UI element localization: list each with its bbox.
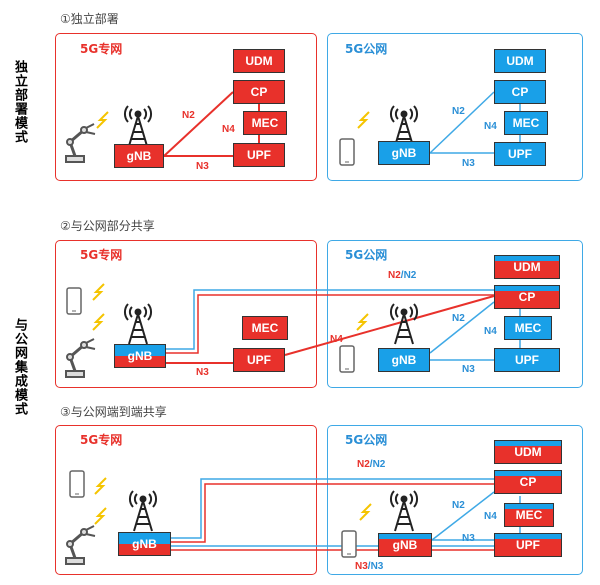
gnb-node: gNB [378,533,432,557]
upf-node: UPF [494,533,562,557]
private-network-label-1: 5G专网 [80,42,123,56]
public-network-frame-2 [327,240,583,388]
n2-label: N2 [452,106,465,117]
antenna-tower-icon [129,490,157,532]
cp-node: CP [494,80,546,104]
udm-node: UDM [233,49,285,73]
phone-icon [339,345,355,373]
antenna-tower-icon [390,303,418,345]
n3-label: N3 [462,533,475,544]
phone-icon [69,470,85,498]
n4-label: N4 [484,511,497,522]
n2-shared-label: N2/N2 [357,459,386,470]
n4-label: N4 [222,124,235,135]
gnb-node: gNB [118,532,171,556]
n4-label: N4 [330,334,343,345]
side-label-integrated: 与公网集成模式 [12,318,27,416]
n3-label: N3 [462,158,475,169]
antenna-tower-icon [124,303,152,345]
side-label-independent: 独立部署模式 [12,60,27,144]
public-network-label-2: 5G公网 [345,248,388,262]
public-network-label-3: 5G公网 [345,433,388,447]
n3-label: N3 [196,161,209,172]
signal-bolt-icon [92,111,372,525]
udm-node: UDM [494,49,546,73]
n2-label: N2 [452,500,465,511]
mec-node: MEC [504,316,552,340]
cp-node: CP [494,470,562,494]
cp-node: CP [233,80,285,104]
antenna-tower-icon [390,105,418,147]
n2-shared-label: N2/N2 [388,270,417,281]
gnb-node: gNB [378,348,430,372]
n4-label: N4 [484,326,497,337]
private-network-frame-2 [55,240,317,388]
upf-node: UPF [494,142,546,166]
section-title-1: ①独立部署 [60,12,119,26]
cp-node: CP [494,285,560,309]
mec-node: MEC [242,316,288,340]
phone-icon [341,530,357,558]
robot-arm-icon [65,338,96,378]
gnb-node: gNB [114,344,166,368]
section-title-3: ③与公网端到端共享 [60,405,167,419]
gnb-node: gNB [114,144,164,168]
public-network-frame-1 [327,33,583,181]
gnb-node: gNB [378,141,430,165]
mec-node: MEC [243,111,287,135]
mec-node: MEC [504,503,554,527]
n3-label: N3 [462,364,475,375]
private-network-frame-1 [55,33,317,181]
section-title-2: ②与公网部分共享 [60,219,155,233]
public-network-frame-3 [327,425,583,575]
public-network-label-1: 5G公网 [345,42,388,56]
udm-node: UDM [494,255,560,279]
phone-icon [339,138,355,166]
phone-icon [66,287,82,315]
antenna-tower-icon [124,105,152,147]
n2-label: N2 [182,110,195,121]
n4-label: N4 [484,121,497,132]
private-network-label-3: 5G专网 [80,433,123,447]
udm-node: UDM [494,440,562,464]
mec-node: MEC [504,111,548,135]
robot-arm-icon [65,525,96,565]
upf-node: UPF [494,348,560,372]
upf-node: UPF [233,143,285,167]
private-network-label-2: 5G专网 [80,248,123,262]
robot-arm-icon [65,123,96,163]
n3-shared-label: N3/N3 [355,561,384,572]
n3-label: N3 [196,367,209,378]
private-network-frame-3 [55,425,317,575]
n2-label: N2 [452,313,465,324]
antenna-tower-icon [390,490,418,532]
upf-node: UPF [233,348,285,372]
